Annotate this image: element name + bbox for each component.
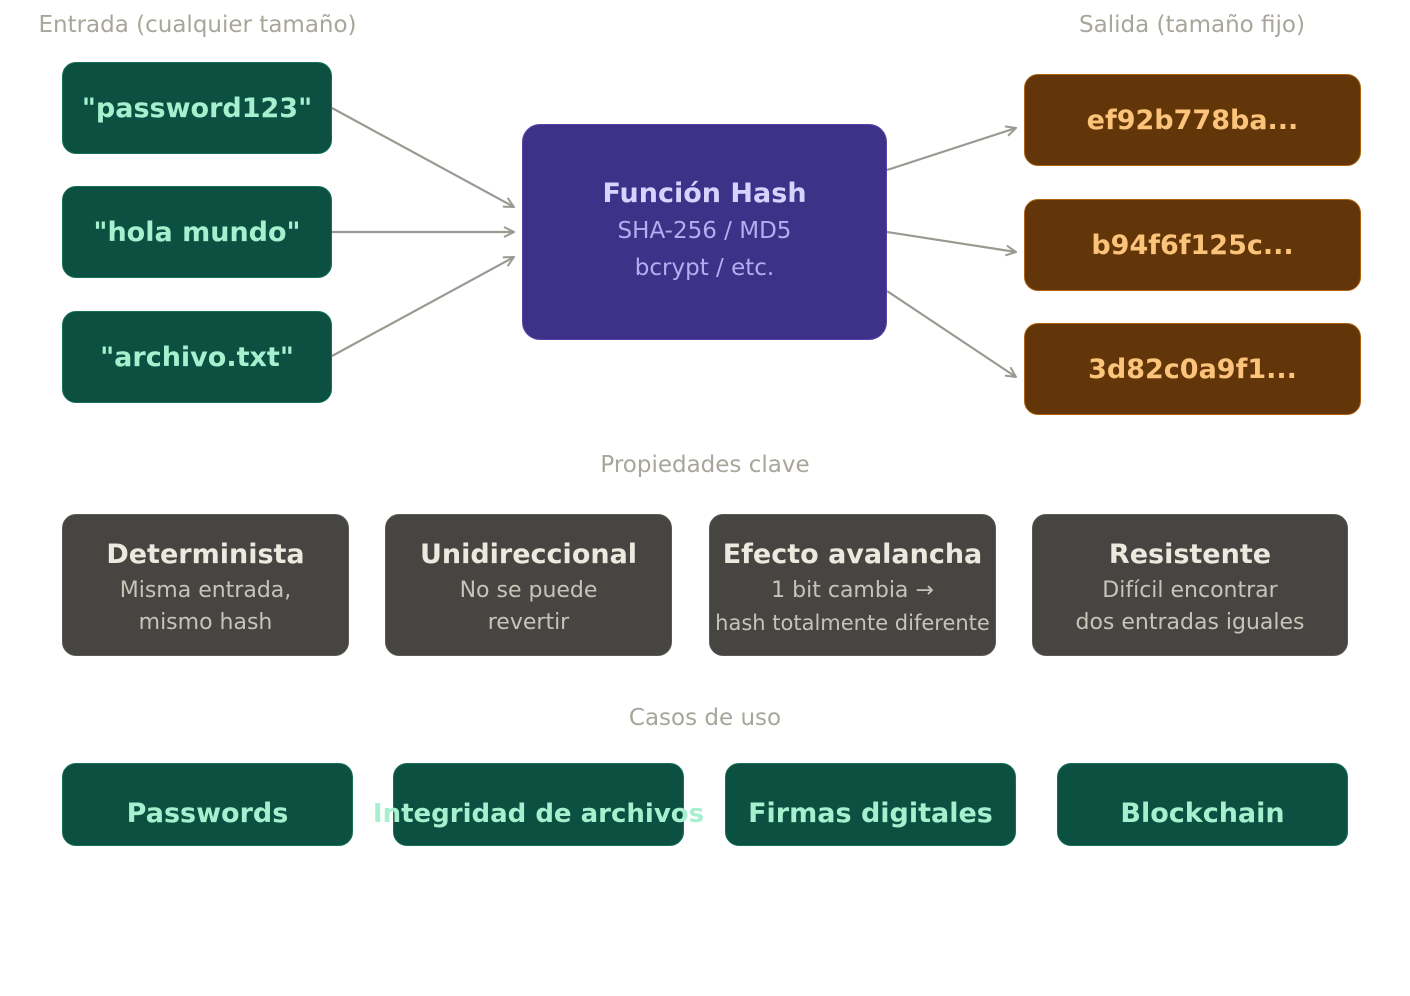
use-case-card: Firmas digitales <box>725 763 1016 846</box>
arrow-input-3-to-hash <box>331 257 514 357</box>
input-box: "archivo.txt" <box>62 311 332 403</box>
input-text: "password123" <box>81 92 313 124</box>
output-box: b94f6f125c... <box>1024 199 1361 291</box>
output-heading: Salida (tamaño fijo) <box>1079 12 1305 38</box>
arrow-input-1-to-hash <box>331 107 514 207</box>
property-description: hash totalmente diferente <box>715 611 990 635</box>
use-cases-heading: Casos de uso <box>628 705 782 731</box>
property-title: Resistente <box>1108 539 1272 570</box>
property-description: mismo hash <box>138 610 273 635</box>
property-description: Misma entrada, <box>119 578 292 603</box>
input-box: "password123" <box>62 62 332 154</box>
property-title: Efecto avalancha <box>722 539 983 570</box>
property-card: Efecto avalancha 1 bit cambia → hash tot… <box>709 514 996 656</box>
property-card: Determinista Misma entrada, mismo hash <box>62 514 349 656</box>
use-case-card: Integridad de archivos <box>373 763 704 846</box>
arrow-hash-to-output-2 <box>886 230 1016 252</box>
property-title: Unidireccional <box>419 539 638 570</box>
use-case-card: Blockchain <box>1057 763 1348 846</box>
input-box: "hola mundo" <box>62 186 332 278</box>
property-title: Determinista <box>106 539 305 570</box>
property-description: Difícil encontrar <box>1102 578 1278 603</box>
use-case-card: Passwords <box>62 763 353 846</box>
hash-function-algorithms-extra: bcrypt / etc. <box>634 254 775 281</box>
input-text: "hola mundo" <box>93 216 301 248</box>
property-description: revertir <box>487 610 570 635</box>
properties-heading: Propiedades clave <box>600 452 810 478</box>
output-hash-text: b94f6f125c... <box>1091 229 1294 261</box>
property-card: Unidireccional No se puede revertir <box>385 514 672 656</box>
use-case-label: Integridad de archivos <box>372 798 705 829</box>
arrow-hash-to-output-3 <box>886 290 1016 377</box>
hash-function-box: Función Hash SHA-256 / MD5 bcrypt / etc. <box>522 124 887 340</box>
use-case-label: Passwords <box>126 798 289 829</box>
property-description: dos entradas iguales <box>1075 610 1305 635</box>
input-heading: Entrada (cualquier tamaño) <box>38 12 357 38</box>
use-case-label: Blockchain <box>1120 798 1285 829</box>
output-box: ef92b778ba... <box>1024 74 1361 166</box>
property-description: No se puede <box>459 578 598 603</box>
hash-function-algorithms: SHA-256 / MD5 <box>617 217 792 244</box>
property-card: Resistente Difícil encontrar dos entrada… <box>1032 514 1348 656</box>
use-case-label: Firmas digitales <box>748 798 993 829</box>
arrow-hash-to-output-1 <box>886 128 1016 172</box>
output-hash-text: ef92b778ba... <box>1086 104 1299 136</box>
output-box: 3d82c0a9f1... <box>1024 323 1361 415</box>
hash-function-title: Función Hash <box>602 177 807 209</box>
output-hash-text: 3d82c0a9f1... <box>1088 353 1297 385</box>
property-description: 1 bit cambia → <box>771 578 934 603</box>
input-text: "archivo.txt" <box>100 341 294 373</box>
